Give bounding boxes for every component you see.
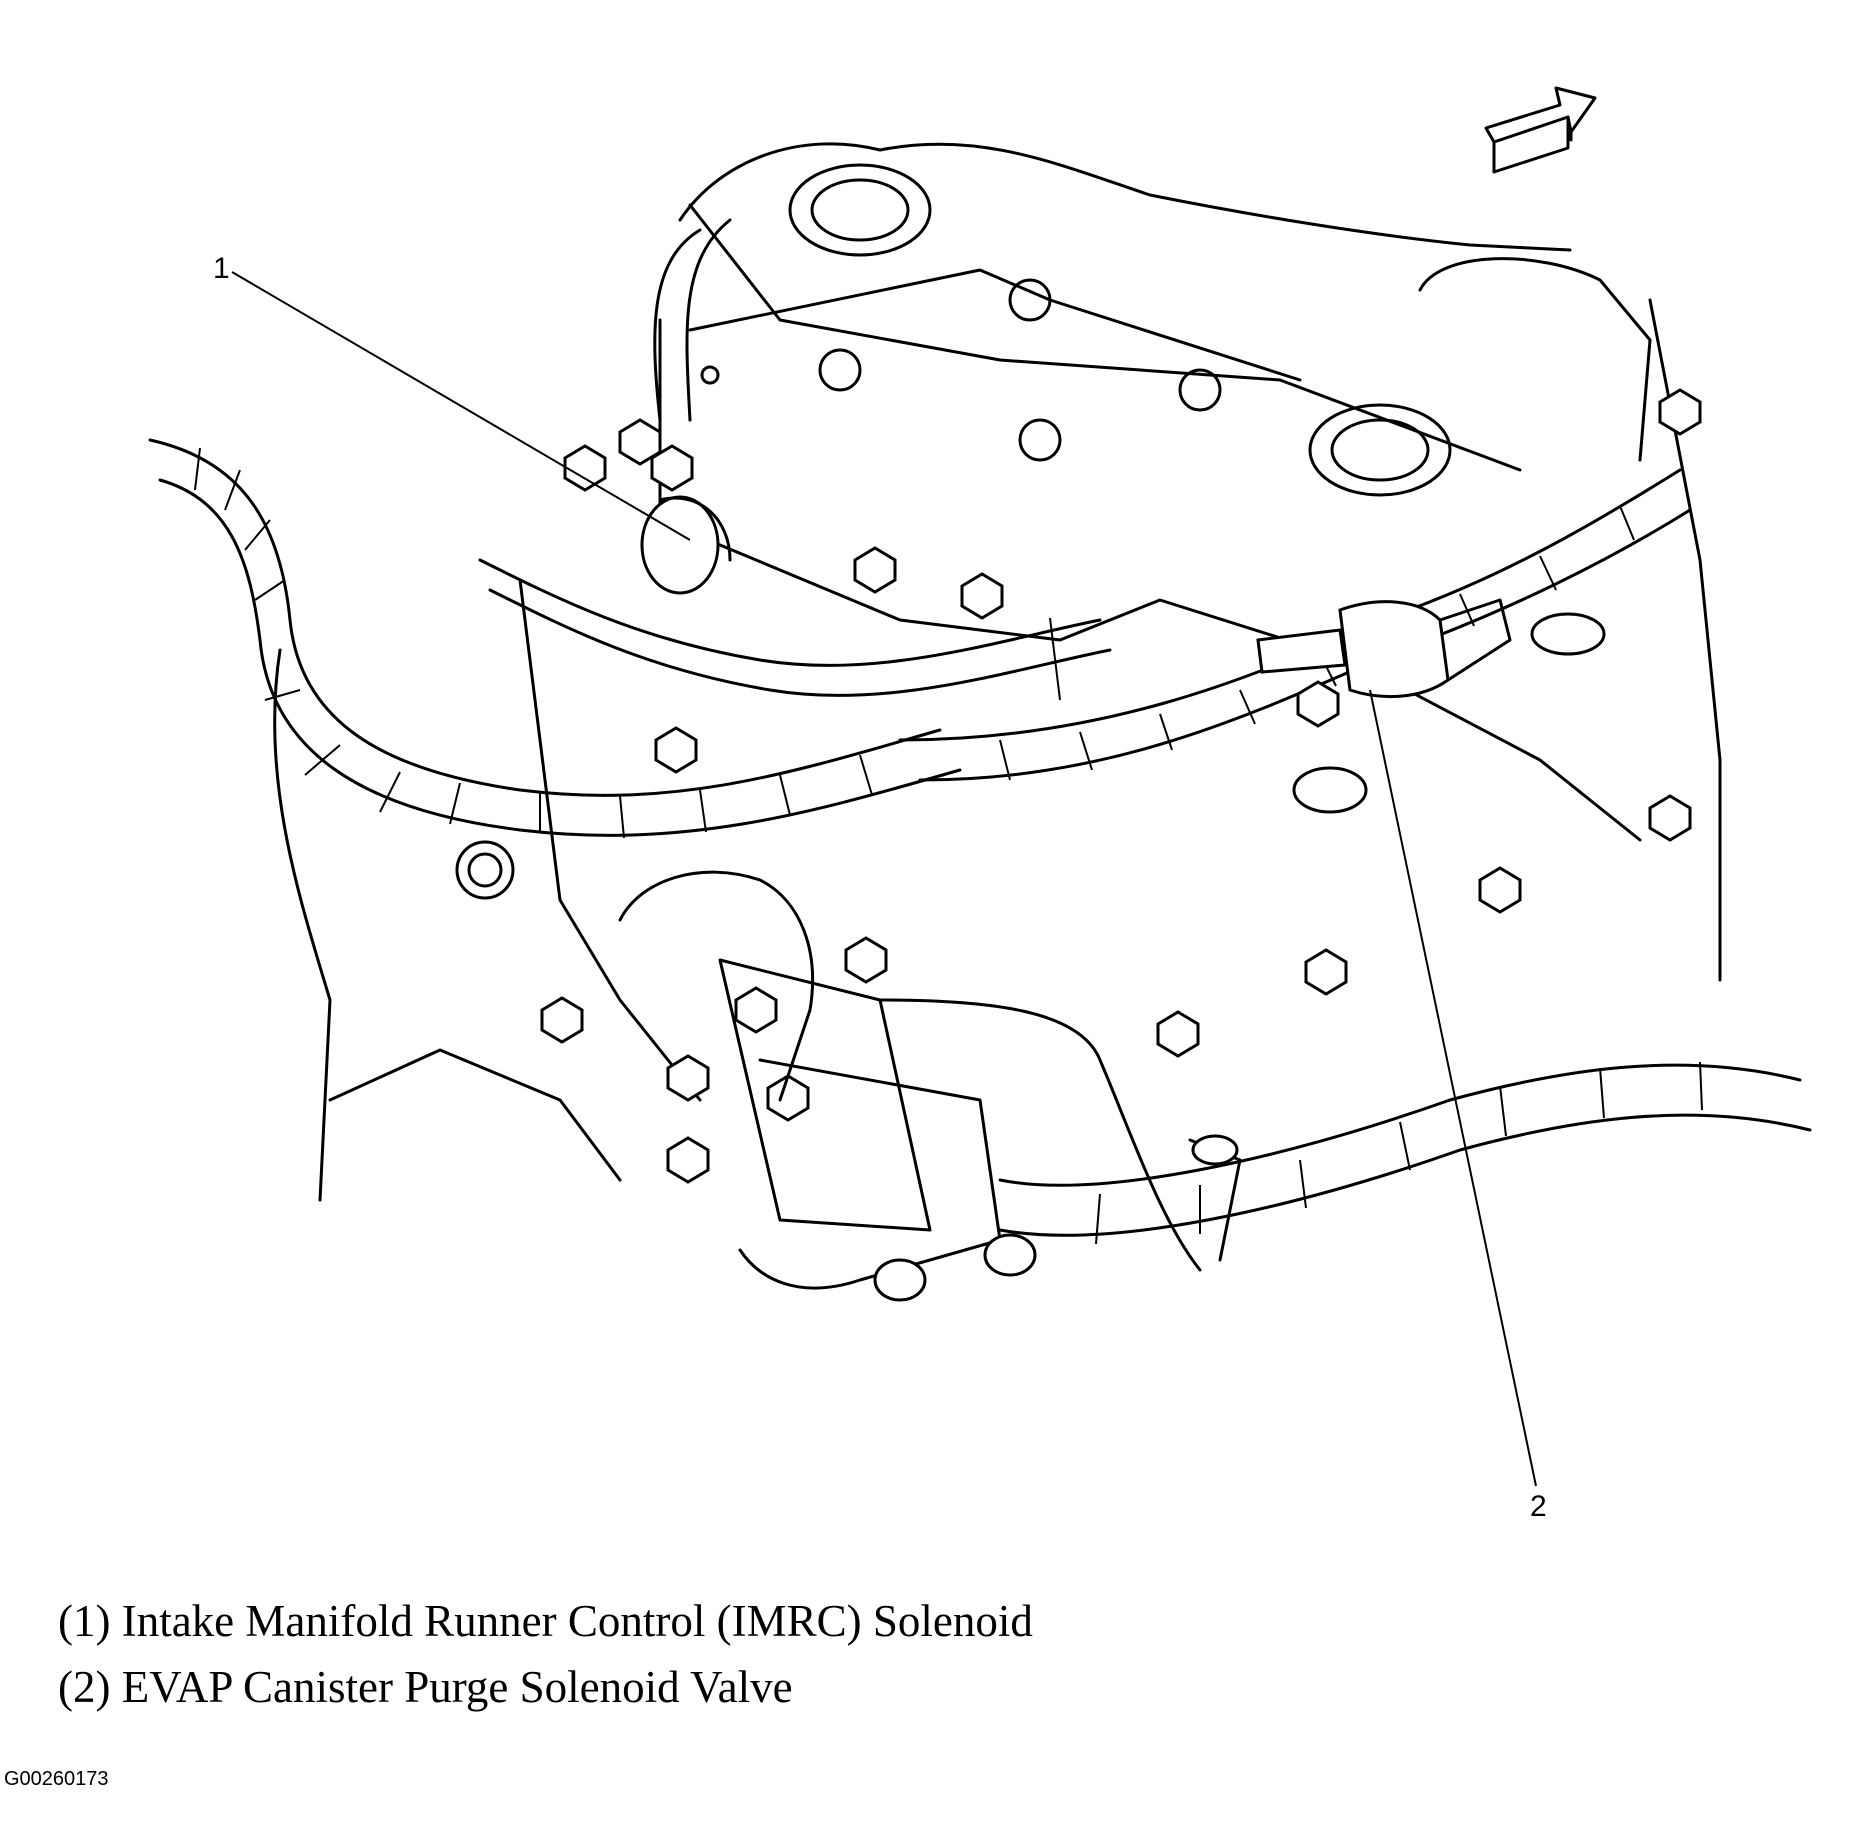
intake-ports xyxy=(455,163,1452,900)
harness-segments xyxy=(194,447,1703,1245)
leader-line-1b xyxy=(1049,617,1061,701)
arrow-icon xyxy=(1484,86,1597,174)
figure-id: G00260173 xyxy=(4,1768,109,1790)
imrc-solenoid xyxy=(640,495,732,595)
bolts xyxy=(540,388,1702,1184)
legend-item-2: (2) EVAP Canister Purge Solenoid Valve xyxy=(58,1662,793,1712)
legend: (1) Intake Manifold Runner Control (IMRC… xyxy=(58,1588,1033,1720)
callout-2: 2 xyxy=(1530,1490,1547,1523)
leader-line-2 xyxy=(1369,689,1537,1487)
evap-purge-solenoid xyxy=(1256,598,1606,814)
engine-outline xyxy=(273,142,1722,1202)
wiring-harness xyxy=(148,218,1812,1237)
leader-line-1 xyxy=(231,271,691,541)
lower-pipes xyxy=(618,870,1242,1302)
callout-1: 1 xyxy=(213,252,230,285)
legend-item-1: (1) Intake Manifold Runner Control (IMRC… xyxy=(58,1596,1033,1646)
